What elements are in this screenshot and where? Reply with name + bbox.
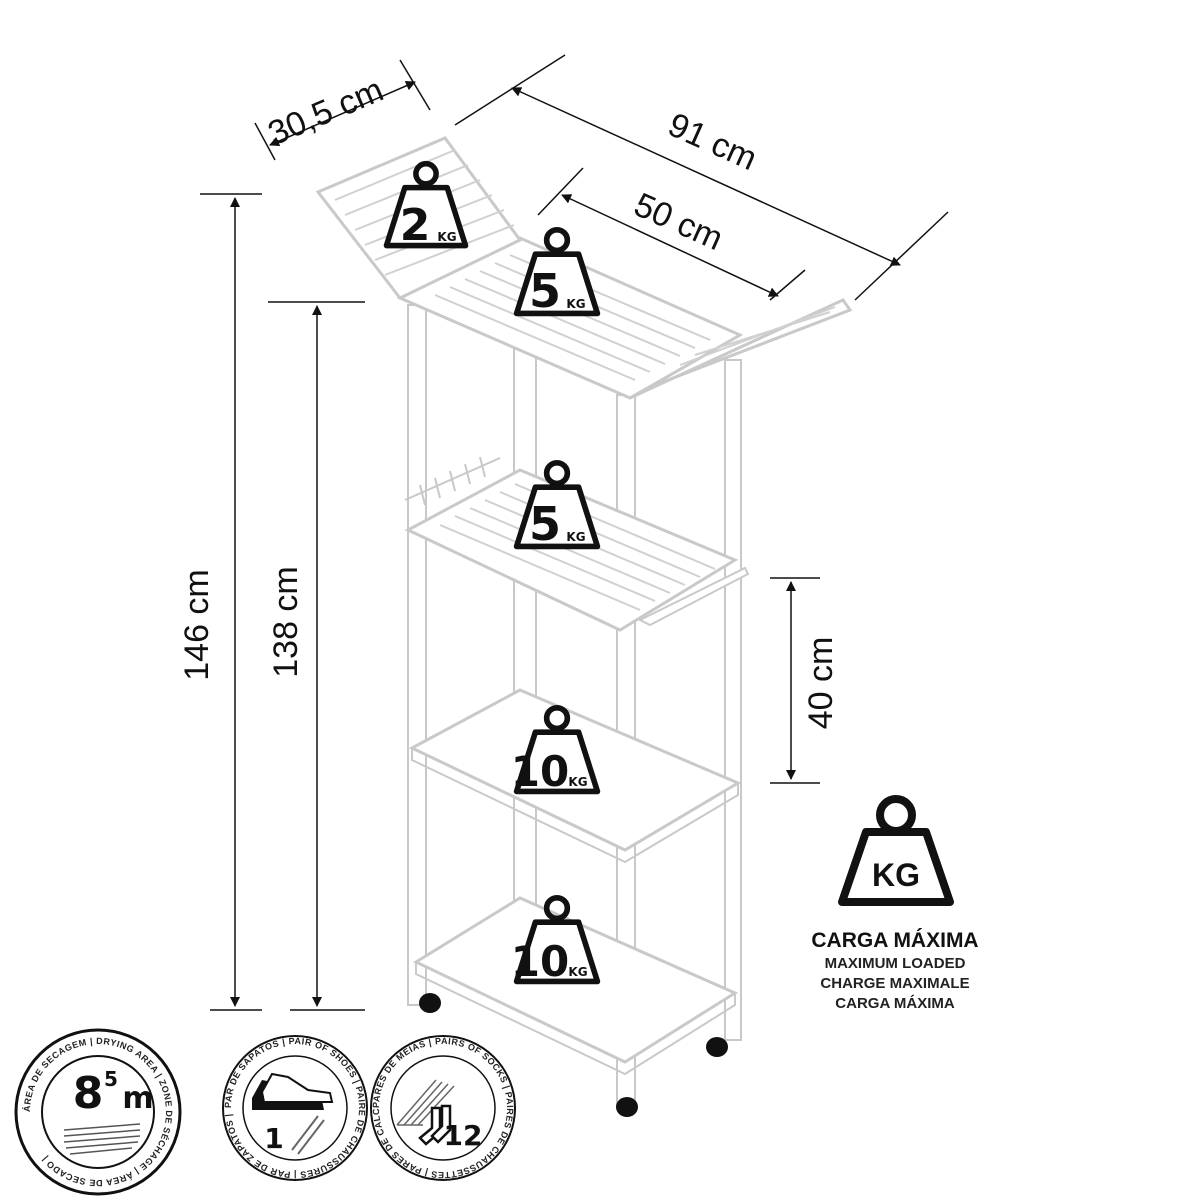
drying-area-value: 8 — [73, 1068, 104, 1119]
weight-5kg-top-icon: 5 KG — [517, 230, 598, 318]
total-height-label: 146 cm — [178, 569, 216, 681]
max-load-line-en: MAXIMUM LOADED — [825, 955, 966, 972]
weight-10kg-bottom-unit: KG — [568, 965, 587, 979]
shoes-badge: PAR DE SAPATOS | PAIR OF SHOES | PAIRE D… — [222, 1035, 368, 1181]
drying-area-unit: m — [122, 1081, 153, 1116]
shelf-height-label: 138 cm — [267, 566, 305, 678]
depth-label: 30,5 cm — [263, 71, 389, 153]
shoe-holder-icon — [291, 1115, 325, 1155]
weight-5kg-top-value: 5 — [529, 264, 561, 318]
weight-2kg-icon: 2 KG — [386, 164, 465, 251]
shoe-icon — [252, 1072, 334, 1110]
max-load-icon-label: KG — [872, 857, 920, 893]
drying-area-badge: ÁREA DE SECAGEM | DRYING AREA | ZONE DE … — [14, 1028, 182, 1196]
weight-10kg-third-value: 10 — [511, 747, 569, 796]
max-load-line-fr: CHARGE MAXIMALE — [820, 975, 969, 992]
shelf-gap-label: 40 cm — [802, 637, 840, 730]
weight-10kg-third-icon: 10 KG — [511, 708, 598, 796]
weight-10kg-third-unit: KG — [568, 775, 587, 789]
weight-10kg-bottom-icon: 10 KG — [511, 898, 598, 986]
weight-5kg-top-unit: KG — [566, 297, 585, 311]
drying-area-superscript: 5 — [104, 1067, 118, 1091]
drying-lines-icon — [63, 1123, 141, 1155]
total-width-label: 91 cm — [662, 106, 762, 178]
weight-5kg-middle-value: 5 — [529, 497, 561, 551]
weight-2kg-unit: KG — [437, 230, 456, 244]
weight-5kg-middle-unit: KG — [566, 530, 585, 544]
max-load-title: CARGA MÁXIMA — [811, 929, 978, 952]
weight-2kg-value: 2 — [400, 200, 431, 251]
max-load-line-es: CARGA MÁXIMA — [835, 995, 955, 1012]
dimension-lines — [200, 54, 949, 1011]
max-load-weight-icon: KG — [838, 795, 954, 906]
rack-wheels — [419, 993, 728, 1117]
socks-count: 12 — [444, 1119, 483, 1152]
shelf-width-label: 50 cm — [628, 186, 728, 258]
shoes-count: 1 — [264, 1122, 283, 1155]
sock-rack-icon — [396, 1079, 455, 1126]
weight-5kg-middle-icon: 5 KG — [517, 463, 598, 551]
sock-icon — [418, 1104, 452, 1146]
max-load-legend: KG CARGA MÁXIMA MAXIMUM LOADED CHARGE MA… — [811, 795, 979, 1012]
weight-10kg-bottom-value: 10 — [511, 937, 569, 986]
second-shelf — [404, 456, 750, 632]
